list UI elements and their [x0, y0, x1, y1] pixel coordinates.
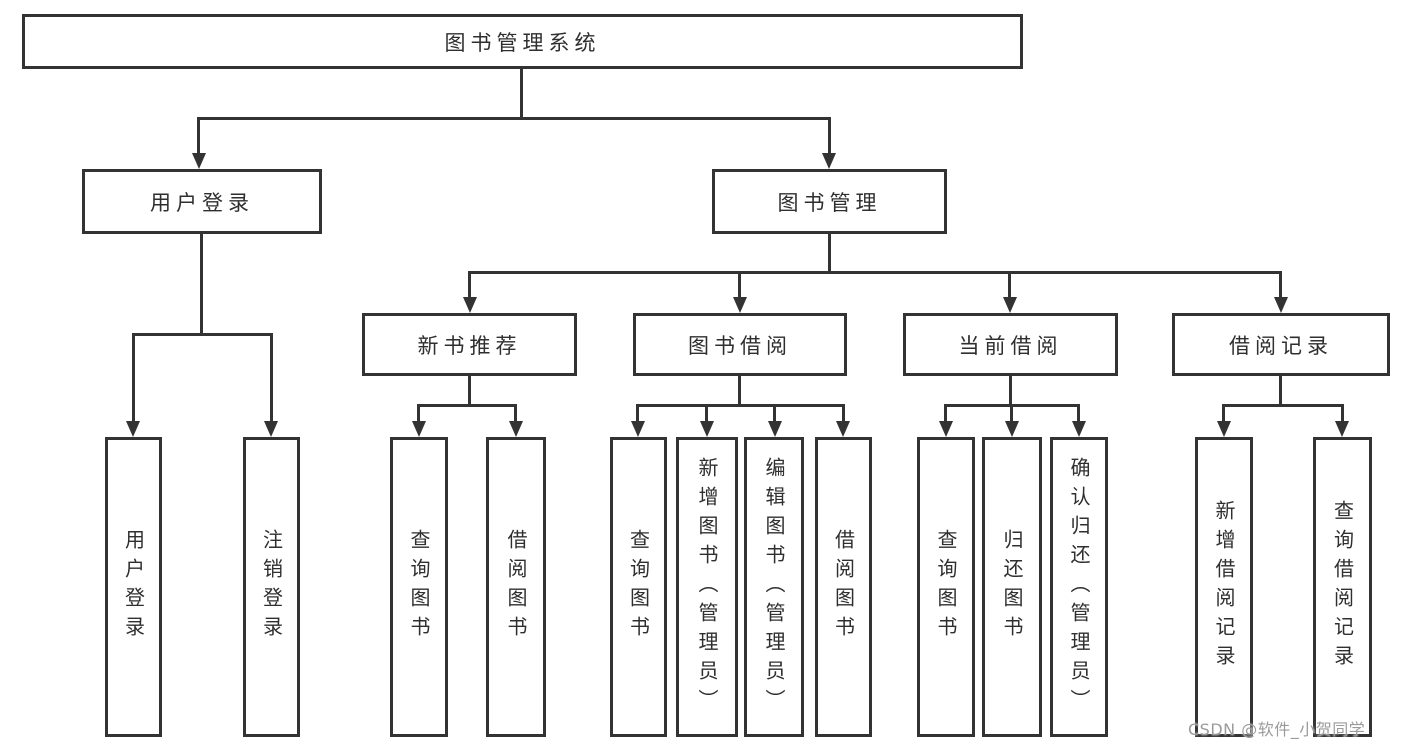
- connector-line: [773, 404, 776, 421]
- node-root: 图书管理系统: [22, 14, 1023, 69]
- leaf-user-login-label: 用户登录: [121, 529, 146, 645]
- leaf-query-borrow-record-label: 查询借阅记录: [1330, 500, 1355, 674]
- leaf-return-books-label: 归还图书: [1000, 529, 1024, 645]
- node-borrowing-records: 借阅记录: [1172, 313, 1390, 376]
- arrow-down-icon: [192, 153, 206, 169]
- connector-line: [270, 333, 273, 421]
- leaf-query-books-borrowing-label: 查询图书: [626, 529, 651, 645]
- arrow-down-icon: [1003, 297, 1017, 313]
- arrow-down-icon: [509, 421, 523, 437]
- leaf-logout: 注销登录: [243, 437, 300, 737]
- arrow-down-icon: [631, 421, 645, 437]
- leaf-edit-books-admin-label: 编辑图书（管理员）: [762, 456, 786, 718]
- arrow-down-icon: [822, 153, 836, 169]
- connector-line: [200, 234, 203, 336]
- connector-line: [1222, 404, 1343, 407]
- leaf-logout-label: 注销登录: [259, 529, 284, 645]
- node-book-management-label: 图书管理: [777, 190, 882, 215]
- leaf-query-books-recommend-label: 查询图书: [407, 529, 431, 645]
- leaf-edit-books-admin: 编辑图书（管理员）: [744, 437, 804, 737]
- leaf-query-books-current: 查询图书: [917, 437, 975, 737]
- arrow-down-icon: [768, 421, 782, 437]
- connector-line: [1077, 404, 1080, 421]
- leaf-query-books-borrowing: 查询图书: [610, 437, 667, 737]
- connector-line: [738, 271, 741, 297]
- node-borrowing-records-label: 借阅记录: [1229, 333, 1333, 358]
- arrow-down-icon: [412, 421, 426, 437]
- connector-line: [705, 404, 708, 421]
- leaf-add-borrow-record-label: 新增借阅记录: [1212, 500, 1236, 674]
- node-book-borrowing-label: 图书借阅: [688, 333, 792, 358]
- leaf-query-books-recommend: 查询图书: [390, 437, 448, 737]
- leaf-borrow-books-borrowing-label: 借阅图书: [831, 529, 856, 645]
- connector-line: [468, 271, 471, 297]
- leaf-user-login: 用户登录: [105, 437, 162, 737]
- node-root-label: 图书管理系统: [444, 30, 601, 55]
- connector-line: [417, 404, 517, 407]
- node-new-book-recommend: 新书推荐: [362, 313, 577, 376]
- arrow-down-icon: [939, 421, 953, 437]
- arrow-down-icon: [1335, 421, 1349, 437]
- leaf-query-books-current-label: 查询图书: [934, 529, 958, 645]
- connector-line: [1279, 376, 1282, 407]
- node-book-management: 图书管理: [712, 169, 947, 234]
- csdn-watermark: CSDN @软件_小贺同学: [1188, 720, 1366, 739]
- connector-line: [738, 376, 741, 407]
- connector-line: [636, 404, 639, 421]
- connector-line: [468, 271, 1282, 274]
- leaf-query-borrow-record: 查询借阅记录: [1313, 437, 1372, 737]
- leaf-borrow-books-recommend: 借阅图书: [486, 437, 546, 737]
- connector-line: [132, 333, 273, 336]
- node-current-borrowing-label: 当前借阅: [958, 333, 1063, 358]
- connector-line: [520, 68, 523, 120]
- connector-line: [1279, 271, 1282, 297]
- connector-line: [132, 333, 135, 421]
- arrow-down-icon: [463, 297, 477, 313]
- connector-line: [1010, 404, 1013, 421]
- node-new-book-recommend-label: 新书推荐: [417, 333, 522, 358]
- connector-line: [828, 234, 831, 274]
- arrow-down-icon: [1274, 297, 1288, 313]
- node-book-borrowing: 图书借阅: [633, 313, 847, 376]
- node-user-login-label: 用户登录: [150, 190, 254, 215]
- arrow-down-icon: [1005, 421, 1019, 437]
- arrow-down-icon: [1072, 421, 1086, 437]
- arrow-down-icon: [1217, 421, 1231, 437]
- leaf-confirm-return-admin-label: 确认归还（管理员）: [1067, 456, 1091, 718]
- leaf-return-books: 归还图书: [982, 437, 1042, 737]
- node-user-login: 用户登录: [82, 169, 322, 234]
- leaf-add-books-admin-label: 新增图书（管理员）: [695, 456, 719, 718]
- leaf-borrow-books-recommend-label: 借阅图书: [504, 529, 528, 645]
- connector-line: [197, 117, 831, 120]
- arrow-down-icon: [700, 421, 714, 437]
- connector-line: [1341, 404, 1344, 421]
- connector-line: [842, 404, 845, 421]
- leaf-add-books-admin: 新增图书（管理员）: [676, 437, 738, 737]
- arrow-down-icon: [126, 421, 140, 437]
- arrow-down-icon: [836, 421, 850, 437]
- connector-line: [197, 117, 200, 154]
- connector-line: [944, 404, 947, 421]
- connector-line: [1008, 271, 1011, 297]
- arrow-down-icon: [733, 297, 747, 313]
- connector-line: [468, 376, 471, 407]
- connector-line: [828, 117, 831, 154]
- connector-line: [1222, 404, 1225, 421]
- connector-line: [417, 404, 420, 421]
- leaf-borrow-books-borrowing: 借阅图书: [815, 437, 872, 737]
- connector-line: [636, 404, 844, 407]
- leaf-add-borrow-record: 新增借阅记录: [1195, 437, 1253, 737]
- node-current-borrowing: 当前借阅: [903, 313, 1118, 376]
- leaf-confirm-return-admin: 确认归还（管理员）: [1050, 437, 1108, 737]
- connector-line: [1009, 376, 1012, 407]
- arrow-down-icon: [264, 421, 278, 437]
- connector-line: [514, 404, 517, 421]
